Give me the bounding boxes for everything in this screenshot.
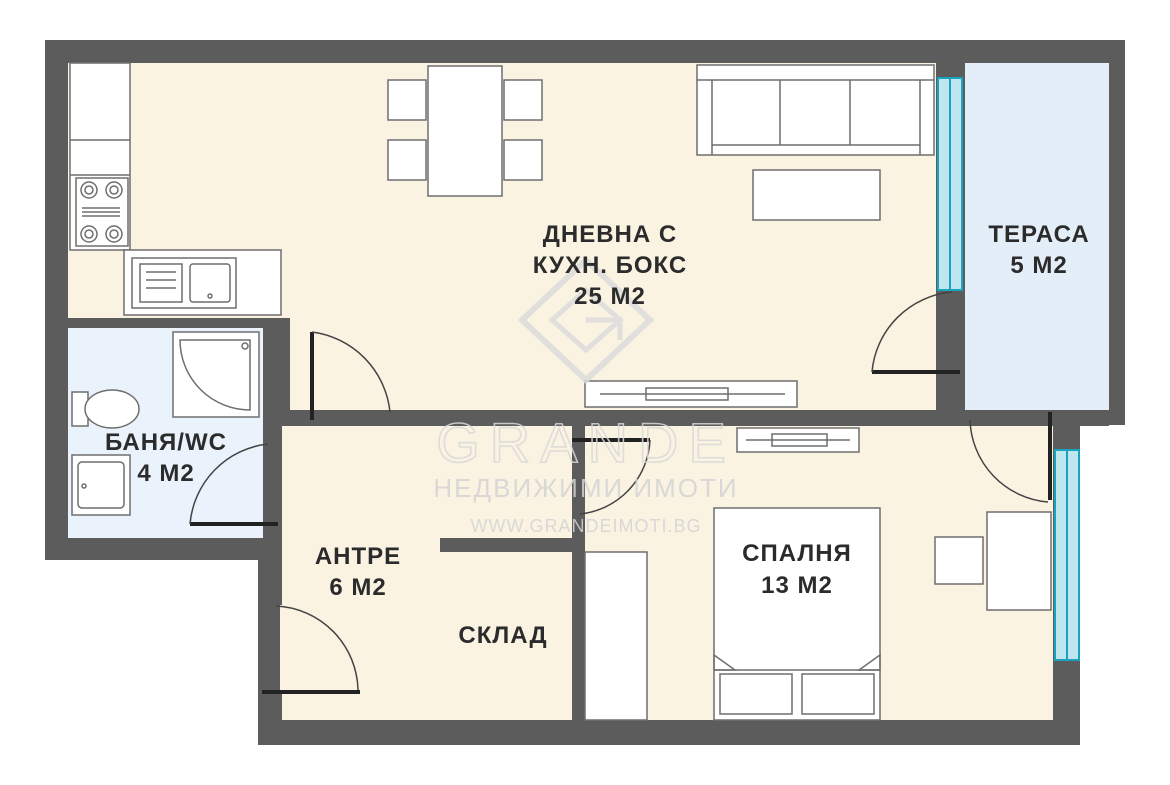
windows: [937, 77, 1080, 661]
tv-unit-icon: [584, 380, 798, 408]
terrace-label: ТЕРАСА: [988, 221, 1089, 248]
bedroom-label: СПАЛНЯ: [742, 540, 852, 567]
bathroom-label: БАНЯ/WC: [105, 429, 227, 456]
watermark-logo-icon: [517, 255, 655, 385]
wall-storage-north: [440, 538, 572, 552]
watermark: GRANDE НЕДВИЖИМИ ИМОТИ WWW.GRANDEIMOTI.B…: [433, 255, 738, 536]
door-terrace: [871, 291, 960, 374]
stove-icon: [75, 177, 129, 247]
door-living: [310, 331, 391, 420]
desk-icon: [934, 511, 1052, 611]
bedroom-area: 13 М2: [761, 572, 833, 599]
door-bathroom: [189, 443, 278, 526]
coffee-table-icon: [752, 169, 881, 221]
bed-icon: [713, 507, 881, 721]
hall-area: 6 М2: [329, 574, 386, 601]
kitchen-counter: [69, 62, 282, 316]
wall-living-terrace-low: [936, 370, 965, 410]
terrace-floor: [965, 63, 1109, 410]
door-entrance: [262, 605, 360, 694]
terrace-area: 5 М2: [1010, 252, 1067, 279]
sofa-icon: [696, 64, 935, 156]
wall-bath-east-low: [263, 525, 282, 560]
wall-bath-north: [68, 318, 282, 328]
wall-kitchen-stub: [282, 318, 290, 410]
bathroom-area: 4 М2: [137, 460, 194, 487]
room-labels: ДНЕВНА С КУХН. БОКС 25 М2 ТЕРАСА 5 М2 БА…: [105, 221, 1089, 649]
shower-icon: [172, 331, 260, 418]
washbasin-icon: [71, 454, 131, 516]
wall-hall-bedroom: [572, 426, 585, 720]
wall-living-south: [282, 410, 1109, 426]
hall-extension-floor: [280, 600, 284, 720]
wall-bedroom-east: [1053, 426, 1080, 446]
door-bedroom-terrace: [969, 412, 1052, 503]
toilet-icon: [71, 389, 140, 429]
living-room-area: 25 М2: [574, 283, 646, 310]
bedroom-tv-unit-icon: [736, 427, 860, 453]
wardrobe-icon: [584, 551, 648, 721]
doors: [189, 291, 1052, 694]
watermark-url: WWW.GRANDEIMOTI.BG: [471, 516, 702, 536]
watermark-tagline: НЕДВИЖИМИ ИМОТИ: [433, 473, 738, 503]
hall-label: АНТРЕ: [315, 543, 401, 570]
storage-label: СКЛАД: [458, 622, 547, 649]
storage-floor: [440, 552, 572, 720]
door-bedroom: [572, 438, 651, 515]
watermark-brand: GRANDE: [436, 411, 736, 474]
sink-icon: [131, 257, 237, 309]
living-room-label-line2: КУХН. БОКС: [533, 252, 687, 279]
dining-table-icon: [387, 65, 543, 197]
living-room-label-line1: ДНЕВНА С: [543, 221, 677, 248]
wall-hall-west-lower: [258, 690, 282, 745]
wall-bedroom-east-low: [1053, 662, 1080, 720]
wall-bath-east: [263, 318, 282, 438]
wall-hall-west-upper: [258, 560, 282, 605]
